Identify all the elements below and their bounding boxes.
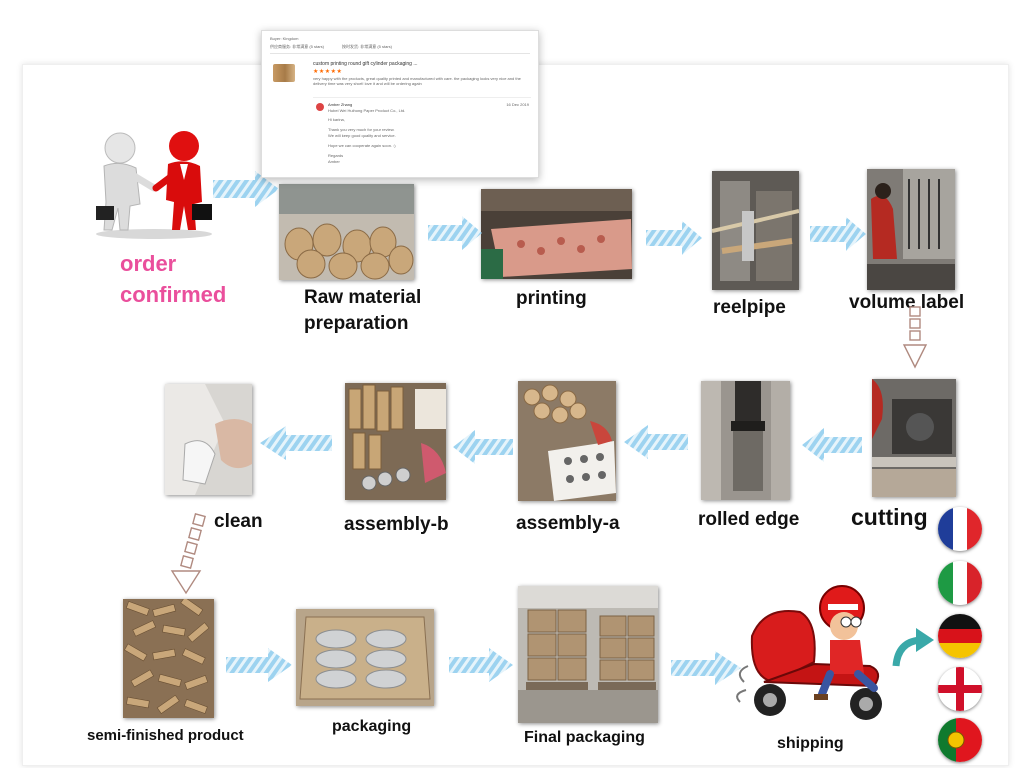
order-confirmed-word: order — [120, 248, 226, 279]
avatar — [316, 103, 324, 111]
flow-arrow-left-icon — [802, 428, 862, 467]
seller-reply: Amber Zhang Hubei Wei Huihong Paper Prod… — [313, 97, 531, 172]
volume-label-photo — [867, 169, 955, 290]
printing-label: printing — [516, 288, 587, 310]
reply-text: Hi karina, Thank you very much for your … — [328, 117, 396, 164]
review-origin: Buyer: Kingdom — [270, 36, 298, 41]
assembly-a-photo — [518, 381, 616, 501]
review-meta-right: 按时发货: 非常满意 (5 stars) — [342, 44, 392, 50]
review-text: very happy with the products, great qual… — [313, 76, 533, 86]
cutting-photo — [872, 379, 956, 497]
rolled-edge-label: rolled edge — [698, 509, 799, 531]
clean-photo — [165, 384, 252, 495]
semi-finished-label: semi-finished product — [87, 727, 244, 744]
down-arrow-icon — [900, 305, 930, 376]
flow-arrow-left-icon — [453, 430, 513, 469]
france-flag-icon — [938, 507, 982, 551]
flow-arrow-icon — [449, 648, 513, 687]
reply-name: Amber Zhang — [328, 102, 352, 107]
final-packaging-label: Final packaging — [524, 729, 645, 747]
order-confirmed-word: confirmed — [120, 279, 226, 310]
england-flag-icon — [938, 667, 982, 711]
assembly-a-label: assembly-a — [516, 513, 620, 535]
flow-arrow-icon — [646, 221, 702, 260]
assembly-b-photo — [345, 383, 446, 500]
assembly-b-label: assembly-b — [344, 514, 449, 536]
reply-company: Hubei Wei Huihong Paper Product Co., Ltd… — [328, 108, 405, 113]
flow-arrow-icon — [226, 648, 292, 687]
raw-material-photo — [279, 184, 414, 280]
packaging-label: packaging — [332, 718, 411, 736]
flow-arrow-icon — [810, 217, 866, 256]
printing-photo — [481, 189, 632, 279]
handshake-illustration — [84, 126, 224, 240]
flow-arrow-icon — [671, 651, 741, 690]
review-divider — [270, 53, 530, 54]
reelpipe-label: reelpipe — [713, 297, 786, 319]
final-packaging-photo — [518, 586, 658, 723]
product-thumbnail — [273, 64, 295, 82]
semi-finished-photo — [123, 599, 214, 718]
clean-label: clean — [214, 511, 263, 533]
courier-scooter-illustration — [734, 582, 899, 732]
rolled-edge-photo — [701, 381, 790, 500]
reelpipe-photo — [712, 171, 799, 290]
raw-material-label: Raw material preparation — [304, 285, 464, 337]
curved-arrow-icon — [890, 628, 934, 673]
shipping-label: shipping — [777, 735, 844, 753]
flow-arrow-left-icon — [624, 425, 688, 464]
cutting-label: cutting — [851, 504, 928, 531]
customer-review-card: Buyer: Kingdom 供应商服务: 非常满意 (5 stars) 按时发… — [261, 30, 539, 178]
review-product-title[interactable]: custom printing round gift cylinder pack… — [313, 61, 418, 67]
germany-flag-icon — [938, 614, 982, 658]
flow-arrow-icon — [428, 216, 482, 255]
down-arrow-icon — [170, 513, 210, 600]
italy-flag-icon — [938, 561, 982, 605]
flow-arrow-left-icon — [260, 426, 332, 465]
review-meta-left: 供应商服务: 非常满意 (5 stars) — [270, 44, 324, 50]
packaging-photo — [296, 609, 434, 706]
review-stars: ★★★★★ — [313, 68, 342, 75]
portugal-flag-icon — [938, 718, 982, 762]
reply-date: 16 Dec 2019 — [506, 102, 529, 107]
